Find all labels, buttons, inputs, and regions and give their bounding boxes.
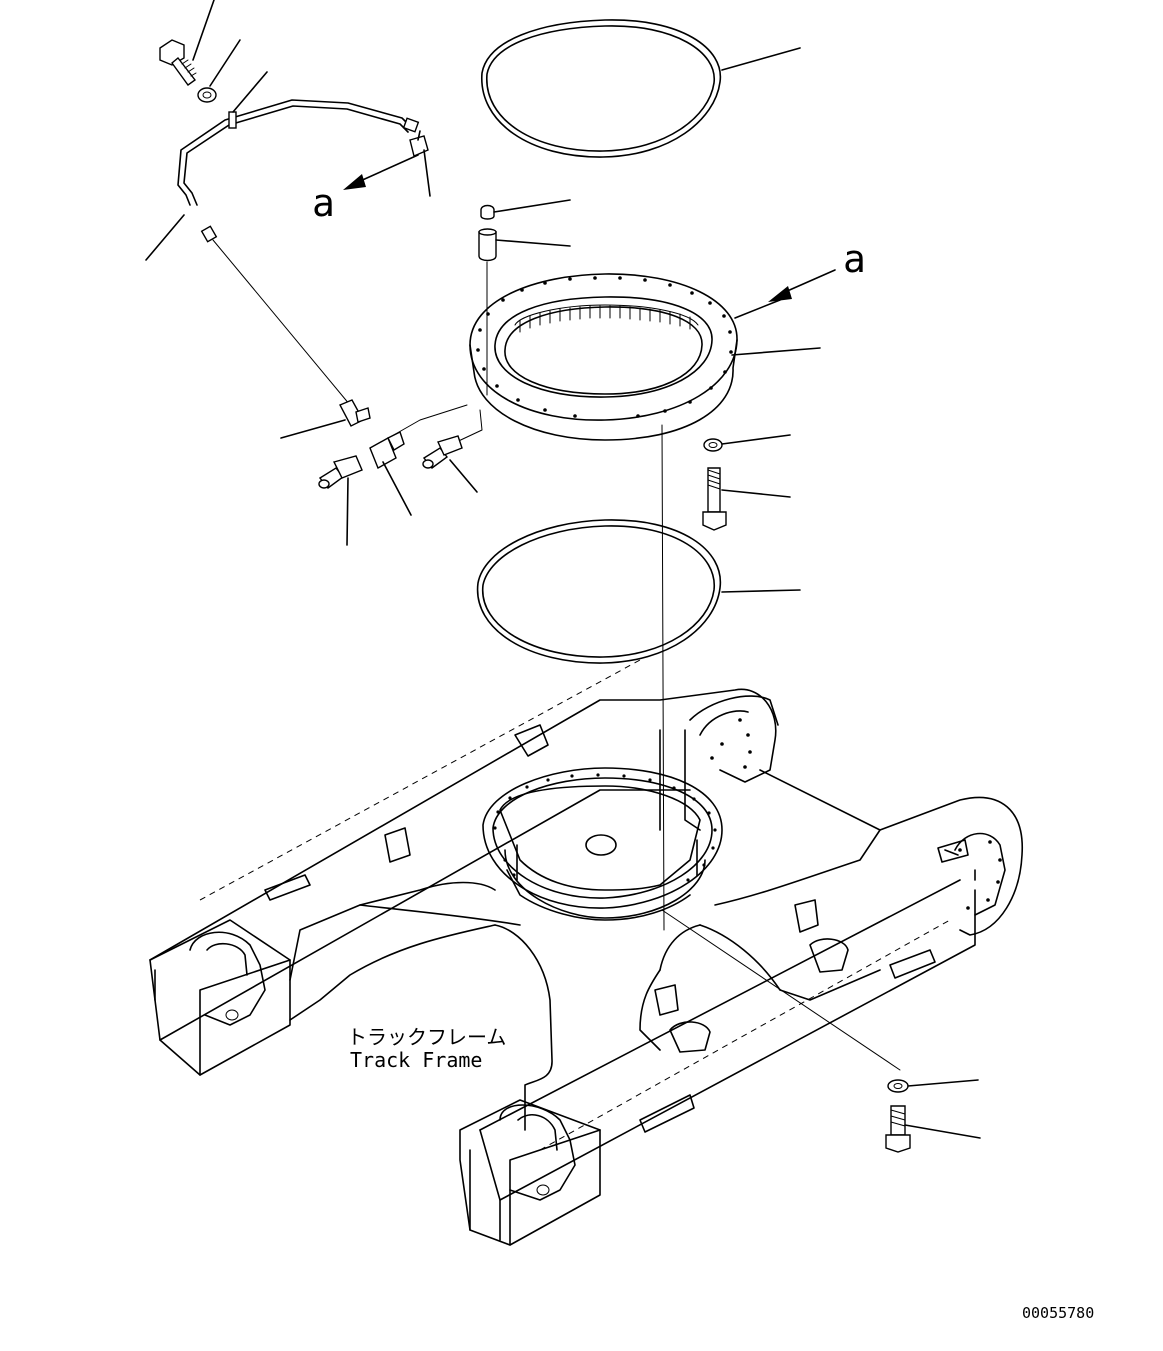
leader-washer xyxy=(209,39,241,87)
back-right-bolt-circle xyxy=(710,718,752,769)
view-arrow-a-left xyxy=(343,154,419,190)
tube-end-fitting-top xyxy=(402,117,420,133)
leader-clamp xyxy=(232,71,268,113)
view-arrow-a-right xyxy=(768,269,836,302)
track-frame-label-ja: トラックフレーム xyxy=(347,1025,506,1049)
leader-nipple-left xyxy=(346,477,349,546)
leader-dowel-pin xyxy=(495,239,571,247)
lower-seal-ring xyxy=(476,519,722,664)
leader-bearing-bolt xyxy=(721,489,791,498)
leader-upper-seal xyxy=(721,47,801,71)
frame-mount-bolt-holes xyxy=(493,773,717,882)
grease-nipple-left xyxy=(318,455,363,489)
leader-nipple-right xyxy=(449,459,478,493)
grease-fitting-adapter xyxy=(339,399,371,427)
callout-a-left: a xyxy=(312,181,335,225)
tube-end-fitting xyxy=(200,225,218,243)
track-frame-label-en: Track Frame xyxy=(350,1048,482,1072)
dowel-pin xyxy=(478,228,497,262)
track-frame xyxy=(149,659,1023,1246)
frame-opening-2 xyxy=(669,1021,711,1053)
rail-guard-1 xyxy=(264,874,311,901)
drawing-number: 00055780 xyxy=(1022,1304,1094,1322)
frame-washer xyxy=(887,1079,909,1093)
bracket-1 xyxy=(514,724,549,757)
bearing-bolt xyxy=(702,467,727,531)
upper-seal-ring xyxy=(481,19,722,158)
leader-frame-bolt xyxy=(904,1124,981,1139)
leader-tube xyxy=(145,214,185,261)
bracket-3 xyxy=(794,899,819,933)
leader-grease-block xyxy=(382,461,412,516)
bearing-washer xyxy=(703,438,723,452)
rear-bracket xyxy=(937,839,969,863)
swing-circle-bearing xyxy=(469,273,738,441)
elbow-fitting xyxy=(409,130,429,157)
leader-arrow-a-right xyxy=(734,299,781,319)
leader-frame-washer xyxy=(907,1079,979,1087)
grease-cap xyxy=(480,204,495,220)
leader-cap xyxy=(493,199,571,213)
bracket-4 xyxy=(654,984,679,1016)
leader-adapter xyxy=(280,419,346,439)
bearing-bolt-holes xyxy=(476,276,733,418)
grease-nipple-right xyxy=(422,435,463,469)
tube-to-fitting-line xyxy=(212,239,351,406)
center-hole xyxy=(585,834,617,856)
rear-right-bolt-circle xyxy=(958,840,1002,910)
grease-tube-assembly xyxy=(177,99,420,243)
frame-opening-1 xyxy=(809,938,849,973)
leader-lower-seal xyxy=(721,589,801,593)
fitting-connector-line-2 xyxy=(449,409,483,446)
rail-guard-2 xyxy=(889,949,936,979)
bolt-centerline xyxy=(661,424,665,931)
tube-clamp xyxy=(228,111,237,129)
internal-gear-teeth xyxy=(514,304,699,333)
bracket-2 xyxy=(384,827,411,863)
leader-elbow xyxy=(423,149,431,197)
leader-bearing-washer xyxy=(721,434,791,445)
washer-top-left xyxy=(197,87,217,103)
frame-bolt xyxy=(885,1105,911,1153)
leader-bearing xyxy=(731,347,821,356)
leader-bolt xyxy=(192,0,215,61)
rail-guard-3 xyxy=(639,1094,695,1133)
grease-block xyxy=(369,431,405,469)
bolt-top-left xyxy=(159,39,197,86)
callout-a-right: a xyxy=(843,237,866,281)
bottom-bolt-centerline xyxy=(661,909,901,1071)
